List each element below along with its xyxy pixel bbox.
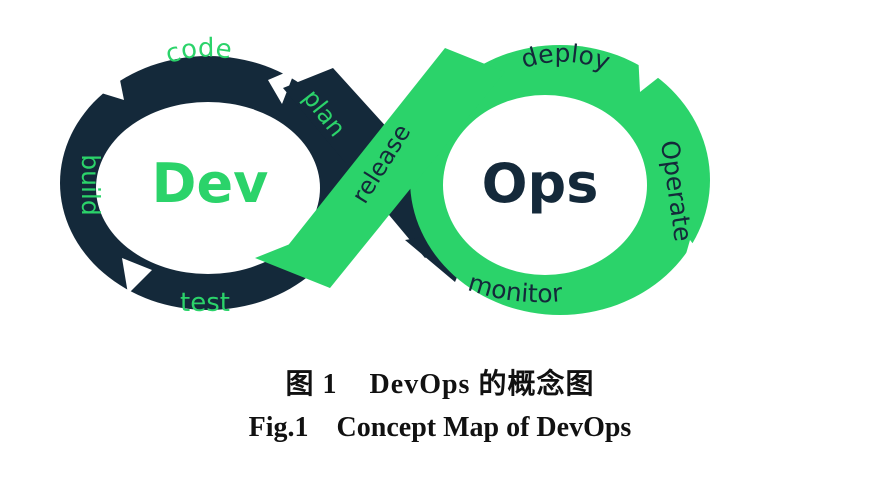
release-band — [278, 48, 505, 288]
ops-label: Ops — [482, 152, 599, 215]
stage-test: test — [180, 288, 230, 318]
release-arrow-base — [255, 240, 330, 288]
figure-caption-chinese: 图 1 DevOps 的概念图 — [285, 369, 595, 400]
dev-loop-hole — [96, 102, 320, 274]
ops-separator — [678, 240, 712, 282]
ops-loop-hole — [443, 95, 647, 275]
dev-label: Dev — [152, 152, 269, 215]
dev-separator — [268, 68, 296, 104]
dev-separator — [122, 258, 152, 294]
dev-loop — [60, 56, 356, 310]
devops-infinity-diagram: Dev Ops code plan build test release dep… — [60, 33, 712, 318]
ops-separator — [638, 52, 668, 92]
stage-build: build — [76, 154, 105, 215]
ops-loop — [410, 45, 712, 315]
dev-separator — [85, 70, 124, 100]
figure-caption-english: Fig.1 Concept Map of DevOps — [248, 412, 632, 443]
